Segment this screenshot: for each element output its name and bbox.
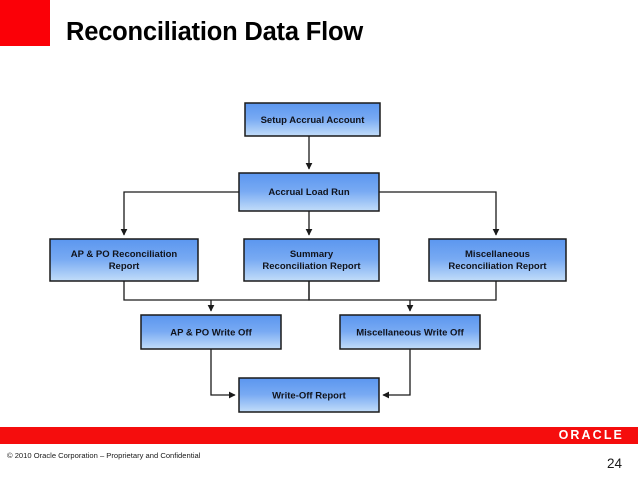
node-label-ap-po-write-off: AP & PO Write Off [170, 328, 252, 339]
node-setup-accrual-account[interactable]: Setup Accrual Account [244, 102, 381, 137]
edge-ap-po-report-to-bus [123, 281, 211, 301]
edge-ap-po-write-off-to-report [210, 349, 236, 399]
node-label-miscellaneous-write-off: Miscellaneous Write Off [356, 328, 464, 339]
edge-misc-report-to-bus [410, 281, 497, 301]
node-write-off-report[interactable]: Write-Off Report [238, 377, 380, 413]
node-summary-reconciliation-report[interactable]: Summary Reconciliation Report [243, 238, 380, 282]
copyright-notice: © 2010 Oracle Corporation – Proprietary … [7, 451, 201, 460]
node-ap-po-reconciliation-report[interactable]: AP & PO Reconciliation Report [49, 238, 199, 282]
edge-accrual-load-to-ap-po-report [120, 191, 239, 236]
node-miscellaneous-reconciliation-report[interactable]: Miscellaneous Reconciliation Report [428, 238, 567, 282]
node-accrual-load-run[interactable]: Accrual Load Run [238, 172, 380, 212]
node-label-summary-reconciliation-report-line2: Reconciliation Report [262, 261, 361, 272]
edge-misc-write-off-to-report [382, 349, 411, 399]
accent-square-icon [0, 0, 50, 46]
node-label-miscellaneous-reconciliation-report-line2: Reconciliation Report [448, 261, 547, 272]
oracle-logo: ORACLE [558, 428, 624, 442]
footer-bar [0, 427, 638, 444]
node-label-write-off-report: Write-Off Report [272, 391, 347, 402]
page-number: 24 [606, 456, 622, 471]
node-label-setup-accrual-account: Setup Accrual Account [261, 115, 366, 126]
reconciliation-data-flow-diagram: Setup Accrual Account Accrual Load Run A… [49, 102, 567, 413]
edge-summary-report-to-left-bus [211, 281, 310, 301]
edge-summary-report-to-right-bus [308, 281, 410, 301]
node-label-miscellaneous-reconciliation-report-line1: Miscellaneous [465, 249, 530, 260]
node-label-ap-po-reconciliation-report-line2: Report [109, 261, 140, 272]
page-title: Reconciliation Data Flow [66, 18, 363, 46]
node-label-ap-po-reconciliation-report-line1: AP & PO Reconciliation [71, 249, 178, 260]
edge-accrual-load-to-misc-report [379, 191, 500, 236]
node-label-summary-reconciliation-report-line1: Summary [290, 249, 334, 260]
node-label-accrual-load-run: Accrual Load Run [268, 187, 349, 198]
node-miscellaneous-write-off[interactable]: Miscellaneous Write Off [339, 314, 481, 350]
node-ap-po-write-off[interactable]: AP & PO Write Off [140, 314, 282, 350]
